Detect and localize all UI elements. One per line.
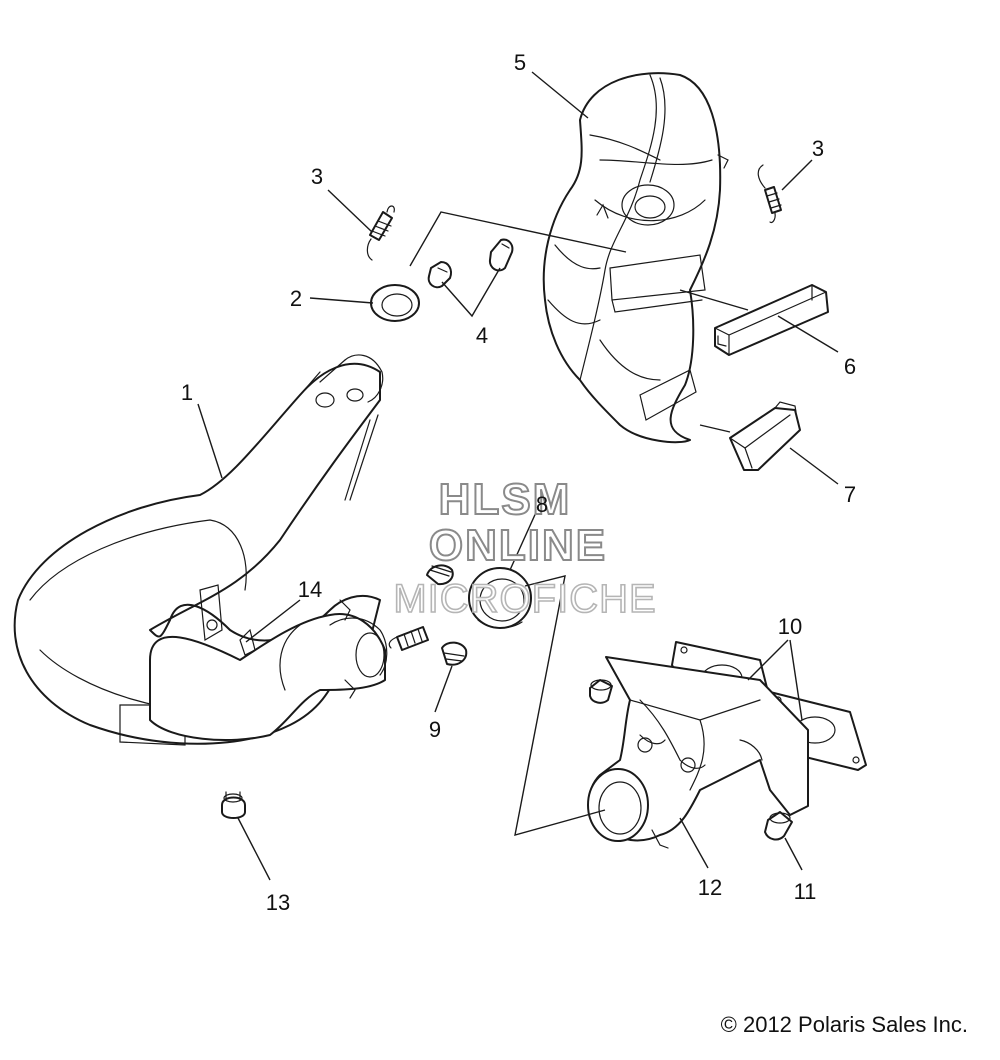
part-6-bracket: [714, 284, 829, 356]
part-3-spring-right: [757, 164, 782, 224]
part-12-manifold: [587, 656, 809, 849]
callout-10: 10: [778, 614, 802, 639]
leader-2: [309, 297, 374, 304]
part-11-bolt-left: [589, 679, 613, 704]
part-4-bushing-left: [427, 261, 452, 289]
part-9-spring-bottom: [441, 641, 468, 666]
leader-14: [245, 599, 301, 643]
leader-7b: [699, 424, 731, 433]
callout-7: 7: [844, 482, 856, 507]
leader-8: [509, 507, 539, 571]
leader-lines: [197, 71, 839, 881]
callout-6: 6: [844, 354, 856, 379]
part-9-spring-top: [426, 564, 454, 586]
part-3-spring-left: [366, 205, 395, 261]
part-11-bolt-right: [764, 811, 793, 841]
part-4-bushing-right: [488, 238, 514, 272]
callout-12: 12: [698, 875, 722, 900]
callout-1: 1: [181, 380, 193, 405]
callout-3-left: 3: [311, 164, 323, 189]
part-9-spring-mid: [388, 626, 429, 651]
callout-14: 14: [298, 577, 322, 602]
part-5-muffler-housing: [542, 72, 729, 444]
leader-7: [789, 447, 839, 485]
leader-10b: [789, 639, 803, 721]
copyright-notice: © 2012 Polaris Sales Inc.: [721, 1012, 968, 1037]
callout-8: 8: [536, 492, 548, 517]
callout-labels: 1 2 3 4 5 3 6 7 8 9 10 11 12 13 14: [181, 50, 856, 915]
part-13-grommet: [221, 791, 246, 819]
callout-11: 11: [794, 879, 817, 904]
part-2-gasket-ring: [370, 284, 420, 322]
watermark-line-2: ONLINE: [429, 521, 607, 570]
leader-4: [441, 267, 501, 318]
leader-3-right: [781, 159, 813, 191]
leader-6b: [679, 289, 749, 311]
callout-5: 5: [514, 50, 526, 75]
leader-1: [197, 403, 223, 479]
callout-9: 9: [429, 717, 441, 742]
callout-2: 2: [290, 286, 302, 311]
leader-12: [679, 817, 709, 869]
watermark: HLSM ONLINE MICROFICHE: [393, 474, 657, 622]
leader-13: [237, 817, 271, 881]
callout-13: 13: [266, 890, 290, 915]
leader-11: [784, 837, 803, 871]
part-7-clip: [729, 401, 801, 471]
leader-5: [531, 71, 589, 119]
watermark-line-3: MICROFICHE: [393, 577, 656, 621]
leader-6: [777, 315, 839, 353]
part-14-exhaust-elbow: [149, 599, 388, 741]
leader-3-left: [327, 189, 373, 233]
callout-3-right: 3: [812, 136, 824, 161]
leader-5b: [409, 211, 627, 267]
watermark-line-1: HLSM: [439, 475, 572, 524]
part-8-gasket-ring: [468, 567, 532, 629]
leader-8b: [514, 575, 606, 836]
leader-9: [434, 665, 453, 713]
callout-4: 4: [476, 323, 488, 348]
leader-10a: [747, 639, 789, 681]
